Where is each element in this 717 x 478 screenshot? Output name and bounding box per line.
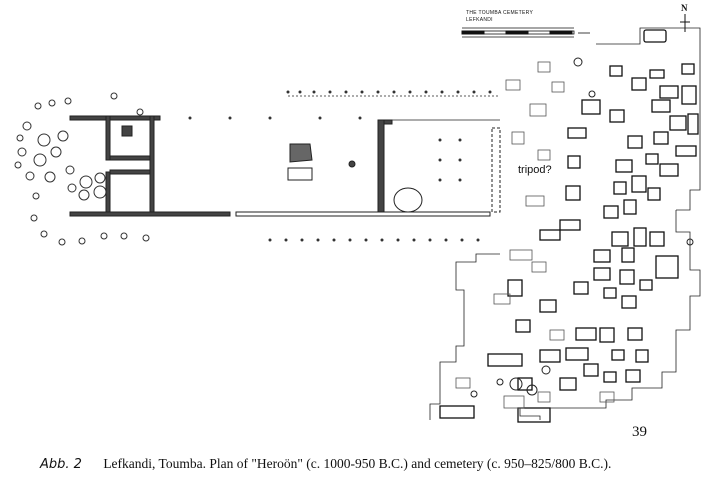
posthole-rows xyxy=(188,90,492,242)
cemetery-graves-light xyxy=(455,61,615,409)
heroon-building xyxy=(14,90,501,246)
page-number: 39 xyxy=(632,424,647,440)
figure-caption: Abb. 2 Lefkandi, Toumba. Plan of "Heroön… xyxy=(40,456,611,472)
tripod-annotation: tripod? xyxy=(518,164,552,176)
cemetery-graves xyxy=(439,29,699,423)
scale-bar xyxy=(461,27,590,38)
apse-postholes xyxy=(14,92,150,246)
figure-label: Abb. 2 xyxy=(40,457,82,472)
north-label: N xyxy=(681,3,688,13)
plan-title-line2: LEFKANDI xyxy=(466,17,493,23)
cemetery-pits xyxy=(470,57,694,398)
plan-title-line1: THE TOUMBA CEMETERY xyxy=(466,10,534,16)
north-arrow xyxy=(680,14,690,32)
central-shafts xyxy=(287,143,423,213)
caption-text: Lefkandi, Toumba. Plan of "Heroön" (c. 1… xyxy=(103,456,612,471)
